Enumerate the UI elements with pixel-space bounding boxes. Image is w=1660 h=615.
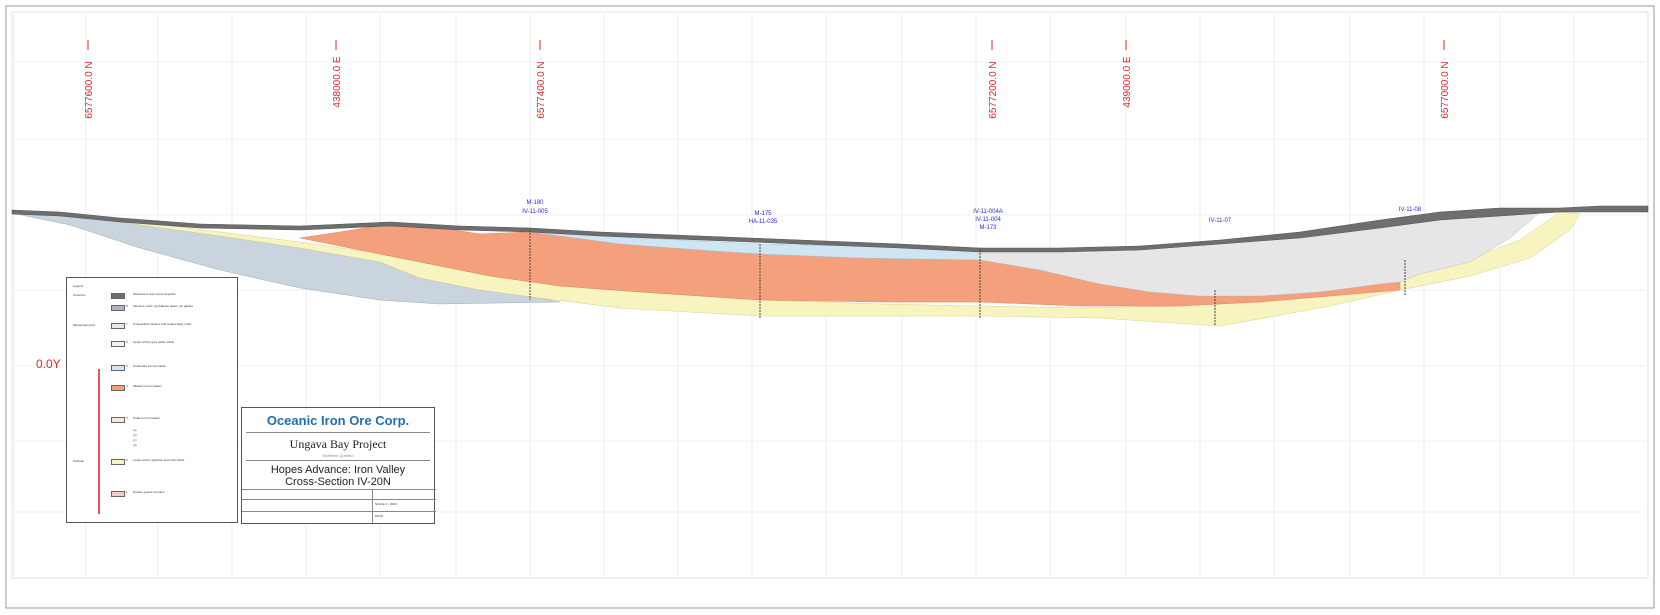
legend-desc: Pleistocene and recent deposits — [133, 292, 176, 296]
legend-sub-item: (a) — [133, 428, 137, 432]
legend-code: 6 — [126, 340, 128, 344]
drill-hole-traces — [529, 230, 1406, 326]
hole-label: IV-11-005 — [522, 209, 548, 215]
legend-sub-list: (a) (b) (c) (d) — [73, 428, 233, 447]
coordinate-ticks — [87, 40, 1445, 50]
region-name: Northern Quebec — [322, 453, 354, 458]
hole-label: IV-11-07 — [1209, 218, 1232, 224]
legend-swatch — [111, 491, 125, 497]
coordinate-labels: 6577600.0 N 438000.0 E 6577400.0 N 65772… — [84, 56, 1451, 119]
legend-swatch — [111, 417, 125, 423]
tb-cell — [242, 511, 372, 523]
legend-sub-item: (d) — [133, 443, 137, 447]
legend-code: 2 — [126, 458, 128, 462]
northing-label: 6577400.0 N — [536, 61, 547, 118]
legend-code: 3 — [126, 416, 128, 420]
project-name: Ungava Bay Project — [289, 437, 387, 451]
legend-row: Archean 2 Lower schist, quartzite and mi… — [73, 458, 233, 470]
legend-swatch — [111, 305, 125, 311]
inner-frame — [11, 11, 1649, 579]
strata-layers — [11, 205, 1649, 327]
legend-desc: Unspecified volcanic and sedimentary roc… — [133, 322, 192, 326]
legend-swatch — [111, 341, 125, 347]
hole-label: IV-11-08 — [1399, 207, 1422, 213]
date-label: DATE — [375, 514, 383, 518]
scale-label: SCALE — [375, 502, 385, 506]
legend-desc: Granite gneiss complex — [133, 490, 165, 494]
red-range-bar — [98, 369, 100, 514]
legend-swatch — [111, 365, 125, 371]
hole-label: HA-11-035 — [749, 219, 778, 225]
legend-desc: Carbonate iron formation — [133, 364, 167, 368]
legend-desc: Oxide iron formation — [133, 416, 161, 420]
section-title-line: Cross-Section IV-20N — [285, 476, 391, 488]
legend-eon-label: Mesoproterozoic — [73, 323, 96, 327]
company-name: Oceanic Iron Ore Corp. — [266, 413, 410, 428]
legend-row: Cenozoic Pleistocene and recent deposits — [73, 292, 233, 304]
hole-label: M-180 — [526, 200, 544, 206]
legend-row: 4 Silicate iron formation — [73, 384, 233, 396]
legend-code: 5 — [126, 364, 128, 368]
legend-sub-item: (b) — [133, 433, 137, 437]
legend-code: 8 — [126, 304, 128, 308]
northing-label: 6577200.0 N — [988, 61, 999, 118]
tb-cell — [242, 489, 372, 499]
legend-row: 3 Oxide iron formation — [73, 416, 233, 428]
hole-label: M-173 — [979, 225, 997, 231]
legend-desc: Lower schist, quartzite and mica schist — [133, 458, 185, 462]
hole-label: IV-11-004 — [975, 217, 1001, 223]
elevation-label: 0.0Y — [36, 357, 61, 371]
legend-row: Mesoproterozoic 7 Unspecified volcanic a… — [73, 322, 233, 334]
title-block-grid: SCALE 1 : 2000 DATE — [242, 489, 436, 525]
legend-swatch — [111, 385, 125, 391]
title-block: Oceanic Iron Ore Corp. Ungava Bay Projec… — [241, 407, 436, 525]
northing-label: 6577600.0 N — [84, 61, 95, 118]
legend-code: 7 — [126, 322, 128, 326]
legend-code: 1 — [126, 490, 128, 494]
drill-hole-labels: M-180 IV-11-005 M-175 HA-11-035 IV-11-00… — [522, 200, 1422, 231]
easting-label: 438000.0 E — [332, 56, 343, 107]
legend-desc: Silicate iron formation — [133, 384, 162, 388]
overburden-layer — [11, 205, 1649, 253]
legend-desc: Upper schist: grey pelitic schist — [133, 340, 175, 344]
legend-row: 1 Granite gneiss complex — [73, 490, 233, 502]
legend-swatch — [111, 293, 125, 299]
easting-label: 439000.0 E — [1122, 56, 1133, 107]
scale-value: 1 : 2000 — [385, 502, 397, 506]
hole-label: M-175 — [754, 211, 772, 217]
legend-desc: Intrusive rocks: (a) diabase dykes; (b) … — [133, 304, 194, 308]
legend-swatch — [111, 459, 125, 465]
section-title: Hopes Advance: Iron Valley Cross-Section… — [242, 464, 434, 488]
legend-title: Legend — [73, 284, 84, 288]
tb-date-cell: DATE — [372, 511, 436, 523]
divider — [246, 432, 430, 433]
hole-label: IV-11-004A — [973, 209, 1003, 215]
legend-row: 8 Intrusive rocks: (a) diabase dykes; (b… — [73, 304, 233, 316]
tb-cell — [242, 499, 372, 511]
legend-row: 6 Upper schist: grey pelitic schist — [73, 340, 233, 352]
section-title-line: Hopes Advance: Iron Valley — [270, 464, 406, 476]
legend-code: 4 — [126, 384, 128, 388]
tb-scale-cell: SCALE 1 : 2000 — [372, 499, 436, 511]
northing-label: 6577000.0 N — [1440, 61, 1451, 118]
legend-swatch — [111, 323, 125, 329]
divider — [246, 460, 430, 461]
legend-sub-item: (c) — [133, 438, 137, 442]
legend-box: Legend Cenozoic Pleistocene and recent d… — [66, 277, 238, 523]
legend-eon-label: Archean — [73, 459, 85, 463]
legend-eon-label: Cenozoic — [73, 293, 86, 297]
legend-row: 5 Carbonate iron formation — [73, 364, 233, 376]
tb-cell — [372, 489, 436, 499]
